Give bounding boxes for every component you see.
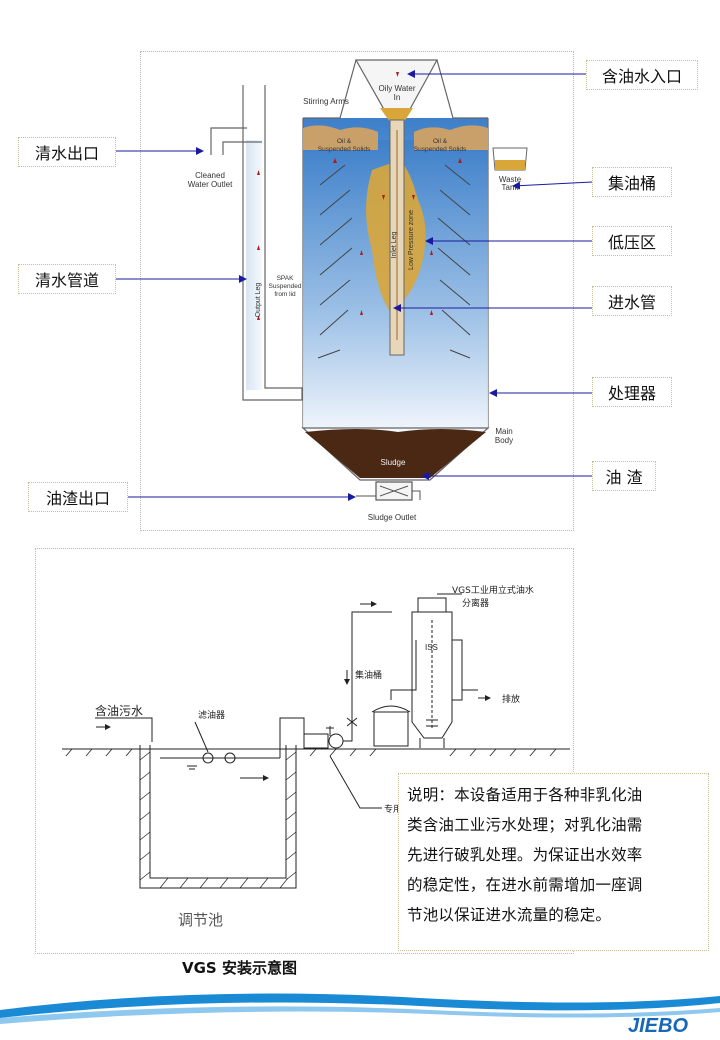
note-line: 先进行破乳处理。为保证出水效率	[407, 846, 643, 864]
label-cleaned-outlet: Cleaned	[195, 171, 225, 180]
label-main-body: Main	[495, 427, 512, 436]
figure-caption: VGS 安装示意图	[182, 959, 297, 977]
vgs-cross-section	[210, 59, 528, 501]
callout-clean-water-outlet: 清水出口	[18, 137, 116, 167]
note-line: 节池以保证进水流量的稳定。	[407, 906, 612, 924]
label-oily-sewage: 含油污水	[95, 703, 143, 718]
logo: JIEBO	[628, 1015, 688, 1037]
label-inlet-leg: Inlet Leg	[391, 231, 398, 258]
callout-processor: 处理器	[592, 377, 672, 407]
callout-oily-water-inlet: 含油水入口	[586, 60, 698, 90]
label-waste-tank-2: Tank	[502, 183, 520, 192]
callout-sludge-outlet: 油渣出口	[28, 482, 128, 512]
label-tank: 调节池	[178, 911, 223, 929]
label-cleaned-outlet-2: Water Outlet	[188, 180, 233, 189]
label-oil-solids-right-2: Suspended Solids	[414, 146, 467, 153]
label-vgs-title-2: 分离器	[462, 597, 489, 609]
note-line: 说明：本设备适用于各种非乳化油	[407, 786, 643, 804]
label-sludge-outlet: Sludge Outlet	[368, 513, 417, 522]
callout-inlet-pipe: 进水管	[592, 286, 672, 316]
label-discharge: 排放	[502, 693, 520, 705]
label-oil-solids-left: Oil &	[337, 138, 352, 145]
callout-low-pressure-zone: 低压区	[592, 226, 672, 256]
label-spak-3: from lid	[274, 291, 296, 298]
label-stirring-arms: Stirring Arms	[303, 97, 349, 106]
callout-lines	[116, 70, 593, 501]
label-vgs-title: VGS工业用立式油水	[452, 584, 534, 596]
label-output-leg: Output Leg	[255, 283, 262, 318]
callout-clean-water-pipe: 清水管道	[18, 264, 116, 294]
label-spak-2: Suspended	[269, 283, 302, 290]
callout-oil-collect-bucket: 集油桶	[592, 167, 672, 197]
label-low-pressure: Low Pressure zone	[408, 210, 415, 270]
description-note: 说明：本设备适用于各种非乳化油 类含油工业污水处理；对乳化油需 先进行破乳处理。…	[398, 773, 709, 951]
label-main-body-2: Body	[495, 436, 513, 445]
callout-oil-sludge: 油 渣	[592, 461, 656, 491]
label-oil-solids-right: Oil &	[433, 138, 448, 145]
label-spak: SPAK	[277, 275, 295, 282]
label-filter: 滤油器	[198, 709, 225, 721]
label-oily-water-in-2: In	[394, 93, 401, 102]
footer-swoosh-light	[0, 1006, 720, 1024]
upper-diagram-frame	[140, 51, 574, 531]
label-waste-tank: Waste	[499, 175, 522, 184]
label-oil-bucket: 集油桶	[355, 669, 382, 681]
footer-swoosh	[0, 993, 720, 1018]
note-line: 的稳定性，在进水前需增加一座调	[407, 876, 643, 894]
label-oil-solids-left-2: Suspended Solids	[318, 146, 371, 153]
install-schematic	[62, 593, 570, 889]
note-line: 类含油工业污水处理；对乳化油需	[407, 816, 643, 834]
label-sludge: Sludge	[381, 458, 406, 467]
label-iss: ISS	[425, 643, 438, 652]
lower-diagram-frame	[35, 548, 574, 954]
label-oily-water-in: Oily Water	[378, 84, 415, 93]
